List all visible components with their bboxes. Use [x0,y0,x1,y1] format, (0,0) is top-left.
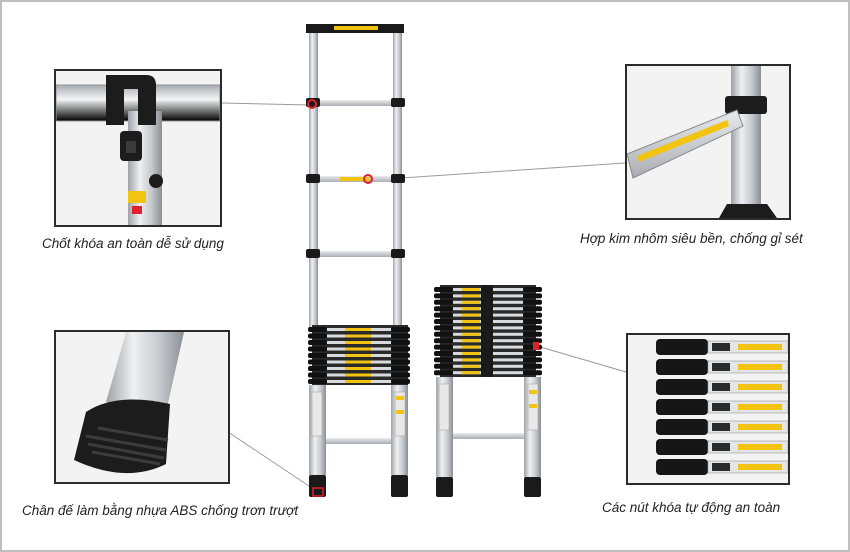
auto-lock-buttons-closeup [626,333,790,485]
collapsed-ladder [434,285,542,497]
auto-lock-caption: Các nút khóa tự động an toàn [602,500,781,515]
foot-caption: Chân đế làm bằng nhựa ABS chống trơn trư… [22,503,299,518]
rubber-foot-closeup [54,330,230,484]
leader-lines [221,102,627,493]
tall-ladder [306,24,410,497]
alloy-caption: Hợp kim nhôm siêu bền, chống gỉ sét [580,231,803,246]
safety-lock-closeup [54,69,222,227]
aluminum-tube-closeup [625,64,791,220]
safety-lock-caption: Chốt khóa an toàn dễ sử dụng [42,236,224,251]
